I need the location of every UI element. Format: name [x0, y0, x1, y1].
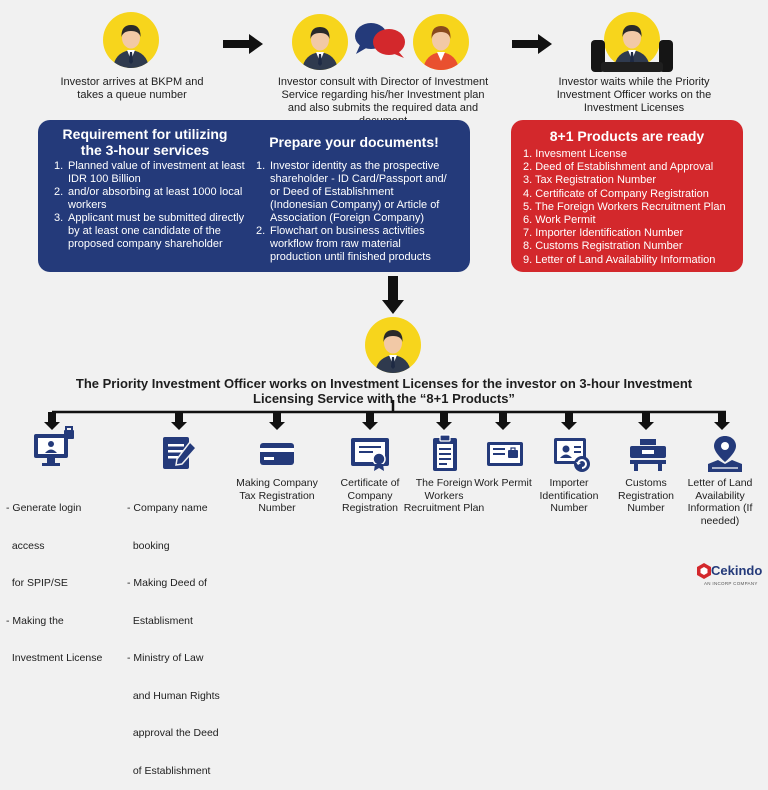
list-item: 2.Flowchart on business activities workf…: [256, 225, 431, 263]
arrow-down-icon: [382, 276, 404, 314]
arrow-right-icon: [223, 34, 263, 54]
license-3: Making Company Tax Registration Number: [236, 477, 318, 514]
investor-avatar-icon: [103, 12, 159, 68]
list-item: 5. The Foreign Workers Recruitment Plan: [523, 200, 726, 213]
armchair-icon: [591, 40, 673, 72]
certificate-icon: [351, 438, 389, 471]
logo-tagline: AN INCORP COMPANY: [704, 581, 758, 586]
arrow-right-icon: [512, 34, 552, 54]
license-2-label: - Company name booking - Making Deed of …: [127, 502, 220, 777]
customs-icon: [630, 439, 666, 471]
list-item: 2. Deed of Establishment and Approval: [523, 161, 714, 174]
list-item: 9. Letter of Land Availability Informati…: [523, 253, 716, 266]
step-3-caption: Investor waits while the Priority Invest…: [556, 76, 712, 114]
list-item: 4. Certificate of Company Registration: [523, 187, 709, 200]
list-item: 1. Invesment License: [523, 148, 627, 160]
products-title: 8+1 Products are ready: [549, 128, 705, 144]
license-1-label: - Generate login access for SPIP/SE - Ma…: [6, 502, 103, 664]
list-item: 7. Importer Identification Number: [523, 227, 684, 240]
officer-avatar-icon: [365, 317, 421, 373]
step-1-caption: Investor arrives at BKPM and takes a que…: [60, 76, 204, 101]
clipboard-icon: [433, 434, 457, 471]
list-item: 3. Tax Registration Number: [523, 174, 657, 187]
license-8: Customs Registration Number: [617, 477, 675, 514]
list-item: 6. Work Permit: [523, 214, 596, 227]
list-item: 8. Customs Registration Number: [523, 240, 683, 253]
documents-list: 1.Investor identity as the prospective s…: [256, 160, 452, 264]
investor-avatar-icon: [292, 14, 348, 70]
requirements-panel: Requirement for utilizing the 3-hour ser…: [38, 120, 470, 272]
importer-id-icon: [554, 438, 590, 472]
license-5: The Foreign Workers Recruitment Plan: [403, 477, 485, 514]
land-location-icon: [708, 436, 742, 472]
cekindo-logo: Cekindo AN INCORP COMPANY: [696, 562, 764, 592]
license-7: Importer Identification Number: [539, 477, 599, 514]
connector-lines: [44, 400, 730, 430]
license-4: Certificate of Company Registration: [340, 477, 400, 514]
products-list: 1. Invesment License 2. Deed of Establis…: [523, 148, 739, 267]
requirements-list: 1.Planned value of investment at least I…: [54, 160, 254, 251]
computer-login-icon: [34, 426, 74, 466]
cekindo-logo-icon: [697, 563, 711, 579]
list-item: 3.Applicant must be submitted directly b…: [54, 212, 245, 250]
license-6: Work Permit: [474, 477, 532, 489]
officer-avatar-icon: [413, 14, 469, 70]
requirements-title: Requirement for utilizing the 3-hour ser…: [62, 126, 228, 158]
list-item: 1.Planned value of investment at least I…: [54, 160, 245, 185]
logo-text: Cekindo: [711, 563, 763, 578]
documents-title: Prepare your documents!: [269, 134, 439, 150]
work-permit-icon: [487, 442, 523, 466]
tax-card-icon: [260, 443, 294, 465]
speech-bubbles-icon: [355, 23, 405, 58]
products-panel: 8+1 Products are ready 1. Invesment Lice…: [511, 120, 743, 272]
license-9: Letter of Land Availability Information …: [687, 477, 753, 527]
document-sign-icon: [163, 437, 198, 469]
list-item: 2.and/or absorbing at least 1000 local w…: [54, 186, 243, 211]
list-item: 1.Investor identity as the prospective s…: [256, 160, 447, 224]
officer-title: The Priority Investment Officer works on…: [75, 376, 693, 406]
